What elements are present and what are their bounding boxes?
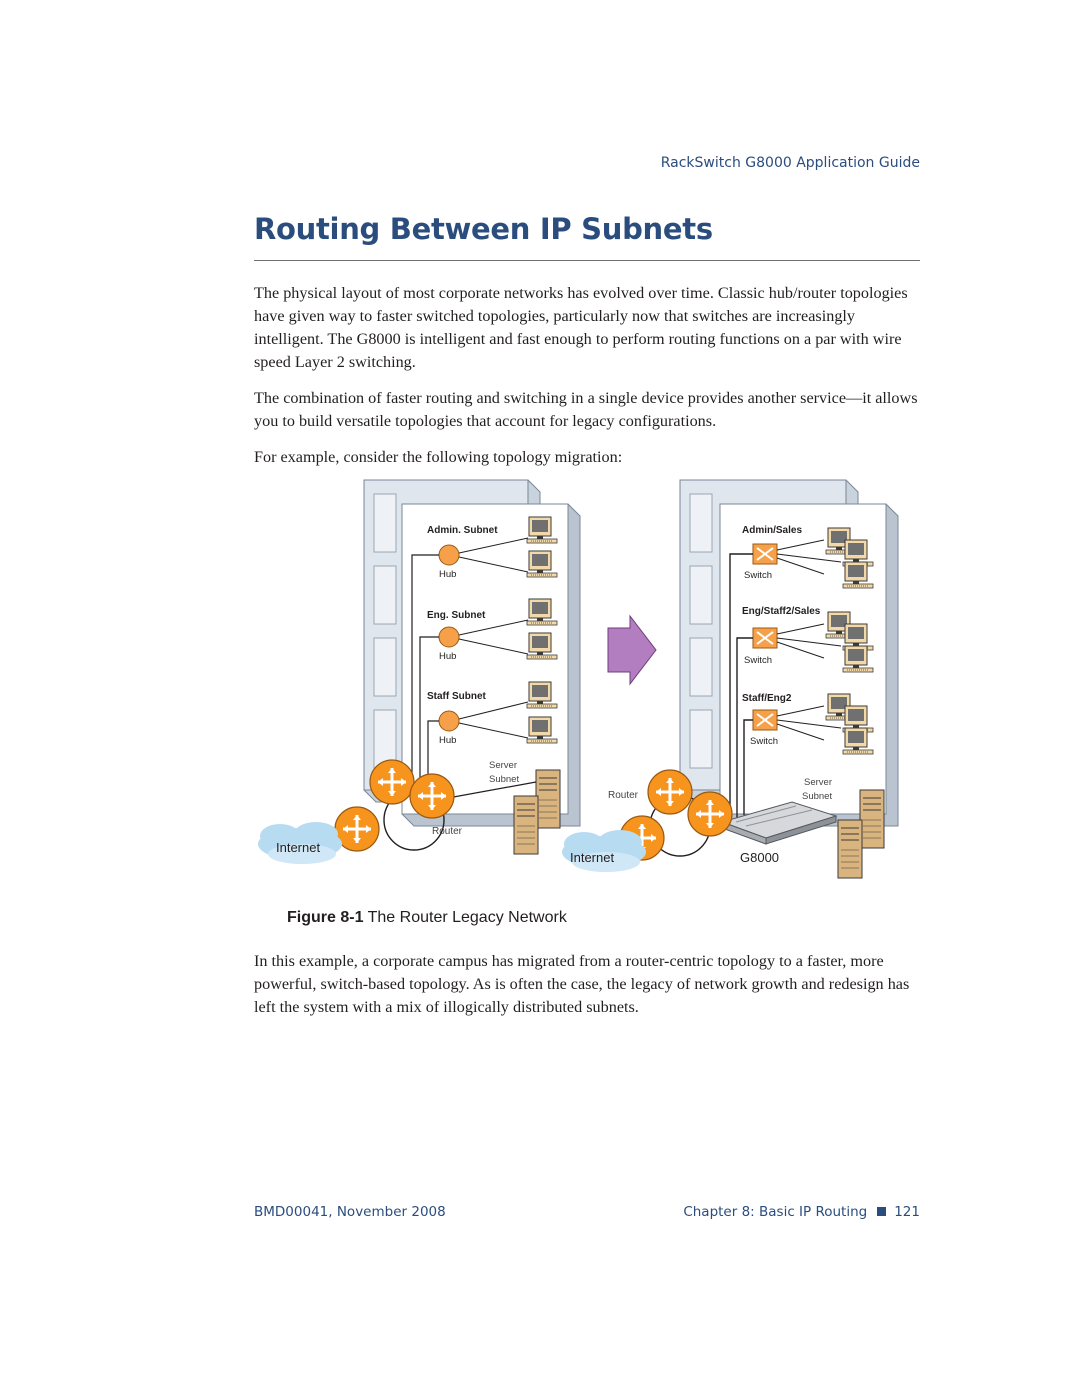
paragraph-intro: The physical layout of most corporate ne… (254, 284, 908, 371)
left-device-label-3: Hub (439, 735, 456, 746)
left-device-label-1: Hub (439, 569, 456, 580)
server-icon (513, 795, 539, 855)
running-header: RackSwitch G8000 Application Guide (660, 155, 920, 171)
left-subnet-label-staff: Staff Subnet (427, 691, 487, 702)
topology-diagram: Admin. Subnet Hub Eng. Subnet Hub Staff … (258, 479, 899, 879)
right-server-label-2: Subnet (802, 791, 832, 802)
paragraph-combination: The combination of faster routing and sw… (254, 389, 918, 430)
section-title: Routing Between IP Subnets (254, 212, 713, 246)
hub-icon (438, 544, 460, 566)
right-device-label-3: Switch (750, 736, 778, 747)
legacy-network-panel: Admin. Subnet Hub Eng. Subnet Hub Staff … (258, 479, 581, 864)
router-icon (368, 758, 416, 806)
switch-icon (752, 627, 778, 649)
right-subnet-label-admin-sales: Admin/Sales (742, 525, 802, 536)
bullet-square-icon (877, 1207, 887, 1216)
switch-icon (752, 709, 778, 731)
router-icon (646, 768, 694, 816)
paragraph-example-lead: For example, consider the following topo… (254, 448, 623, 466)
left-internet-label: Internet (276, 840, 320, 855)
left-router-label: Router (432, 826, 463, 837)
left-device-label-2: Hub (439, 651, 456, 662)
left-server-label-1: Server (489, 760, 517, 771)
left-subnet-label-eng: Eng. Subnet (427, 610, 486, 621)
footer-chapter: Chapter 8: Basic IP Routing 121 (683, 1204, 920, 1220)
left-subnet-label-admin: Admin. Subnet (427, 525, 498, 536)
right-device-label-1: Switch (744, 570, 772, 581)
server-icon (859, 789, 885, 849)
right-device-label-2: Switch (744, 655, 772, 666)
right-server-label-1: Server (804, 777, 832, 788)
g8000-switch-icon (720, 801, 838, 845)
router-icon (408, 772, 456, 820)
right-subnet-label-eng-staff2-sales: Eng/Staff2/Sales (742, 606, 821, 617)
hub-icon (438, 710, 460, 732)
migration-arrow-icon (607, 614, 657, 686)
footer-doc-id: BMD00041, November 2008 (254, 1204, 446, 1220)
right-internet-label: Internet (570, 850, 614, 865)
router-icon (686, 790, 734, 838)
switch-icon (752, 543, 778, 565)
server-icon (837, 819, 863, 879)
title-rule (254, 260, 920, 261)
topology-migration-figure: Admin. Subnet Hub Eng. Subnet Hub Staff … (256, 476, 916, 896)
page-number: 121 (894, 1204, 920, 1220)
right-subnet-label-staff-eng2: Staff/Eng2 (742, 693, 792, 704)
paragraph-migration: In this example, a corporate campus has … (254, 952, 910, 1016)
hub-icon (438, 626, 460, 648)
footer-chapter-title: Chapter 8: Basic IP Routing (683, 1204, 868, 1220)
figure-caption-text: The Router Legacy Network (367, 909, 567, 926)
figure-label: Figure 8-1 (287, 909, 364, 926)
server-icon (535, 769, 561, 829)
figure-caption: Figure 8-1 The Router Legacy Network (287, 909, 567, 927)
switched-network-panel: Admin/Sales Switch Eng/Staff2/Sales Swit… (562, 479, 899, 879)
right-router-label: Router (608, 790, 639, 801)
left-server-label-2: Subnet (489, 774, 519, 785)
g8000-label: G8000 (740, 850, 779, 865)
